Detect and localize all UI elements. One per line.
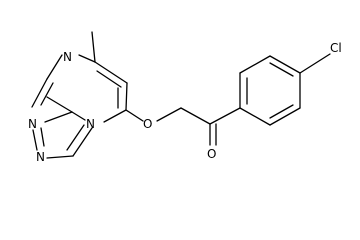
bond-ch2-carbonyl bbox=[180, 107, 211, 125]
bond-c5-nbridge bbox=[103, 109, 127, 123]
atom-label-n-top: N bbox=[63, 50, 72, 64]
bond-c7-c6 bbox=[94, 61, 128, 84]
bond-carbonyl-ring bbox=[209, 107, 241, 125]
bond-n-left-n-bottom bbox=[32, 129, 38, 151]
bond-n-left-n-bottom-double bbox=[40, 127, 45, 147]
bond-nbridge-c8a bbox=[71, 111, 86, 121]
atom-label-o-carbonyl: O bbox=[207, 147, 216, 161]
atom-label-n-triazole-left: N bbox=[28, 117, 37, 131]
bond-ph-c5-c6 bbox=[269, 107, 301, 126]
bonds bbox=[31, 31, 331, 159]
bond-n1-c2-double bbox=[40, 82, 54, 106]
bond-ph-c5-c6-double bbox=[269, 104, 294, 119]
atom-label-n-triazole-bottom: N bbox=[36, 150, 45, 164]
bond-c8a-n-left bbox=[44, 111, 73, 123]
bond-n-top-c7 bbox=[78, 54, 96, 63]
atom-label-n-bridge: N bbox=[86, 117, 95, 131]
atom-label-o-ether: O bbox=[143, 117, 152, 131]
bond-c6-c5 bbox=[125, 82, 128, 111]
bond-c2-n-top bbox=[46, 54, 63, 80]
bond-ph-c6-c1 bbox=[239, 107, 271, 126]
bond-c3-nbridge-double bbox=[66, 124, 85, 151]
bond-c7-c6-double bbox=[96, 70, 122, 88]
bond-c5-o-ether bbox=[125, 109, 144, 122]
bond-o-ether-ch2 bbox=[156, 107, 182, 122]
bond-c3-nbridge bbox=[72, 127, 93, 157]
bond-n1-c2 bbox=[31, 78, 48, 108]
atom-labels: N N N N O O Cl bbox=[28, 41, 342, 164]
bond-ph-c3-c4 bbox=[269, 55, 301, 74]
bond-ph-c3-c4-double bbox=[269, 62, 294, 77]
atom-label-cl: Cl bbox=[330, 41, 342, 55]
bond-c8a-n1 bbox=[46, 96, 73, 113]
bond-c7-methyl bbox=[91, 31, 96, 63]
chemical-structure-diagram: N N N N O O Cl bbox=[28, 31, 342, 164]
bond-ph-c2-c3 bbox=[239, 55, 271, 74]
bond-n-bottom-c3 bbox=[46, 155, 74, 159]
bond-ph-c4-cl bbox=[299, 53, 331, 74]
